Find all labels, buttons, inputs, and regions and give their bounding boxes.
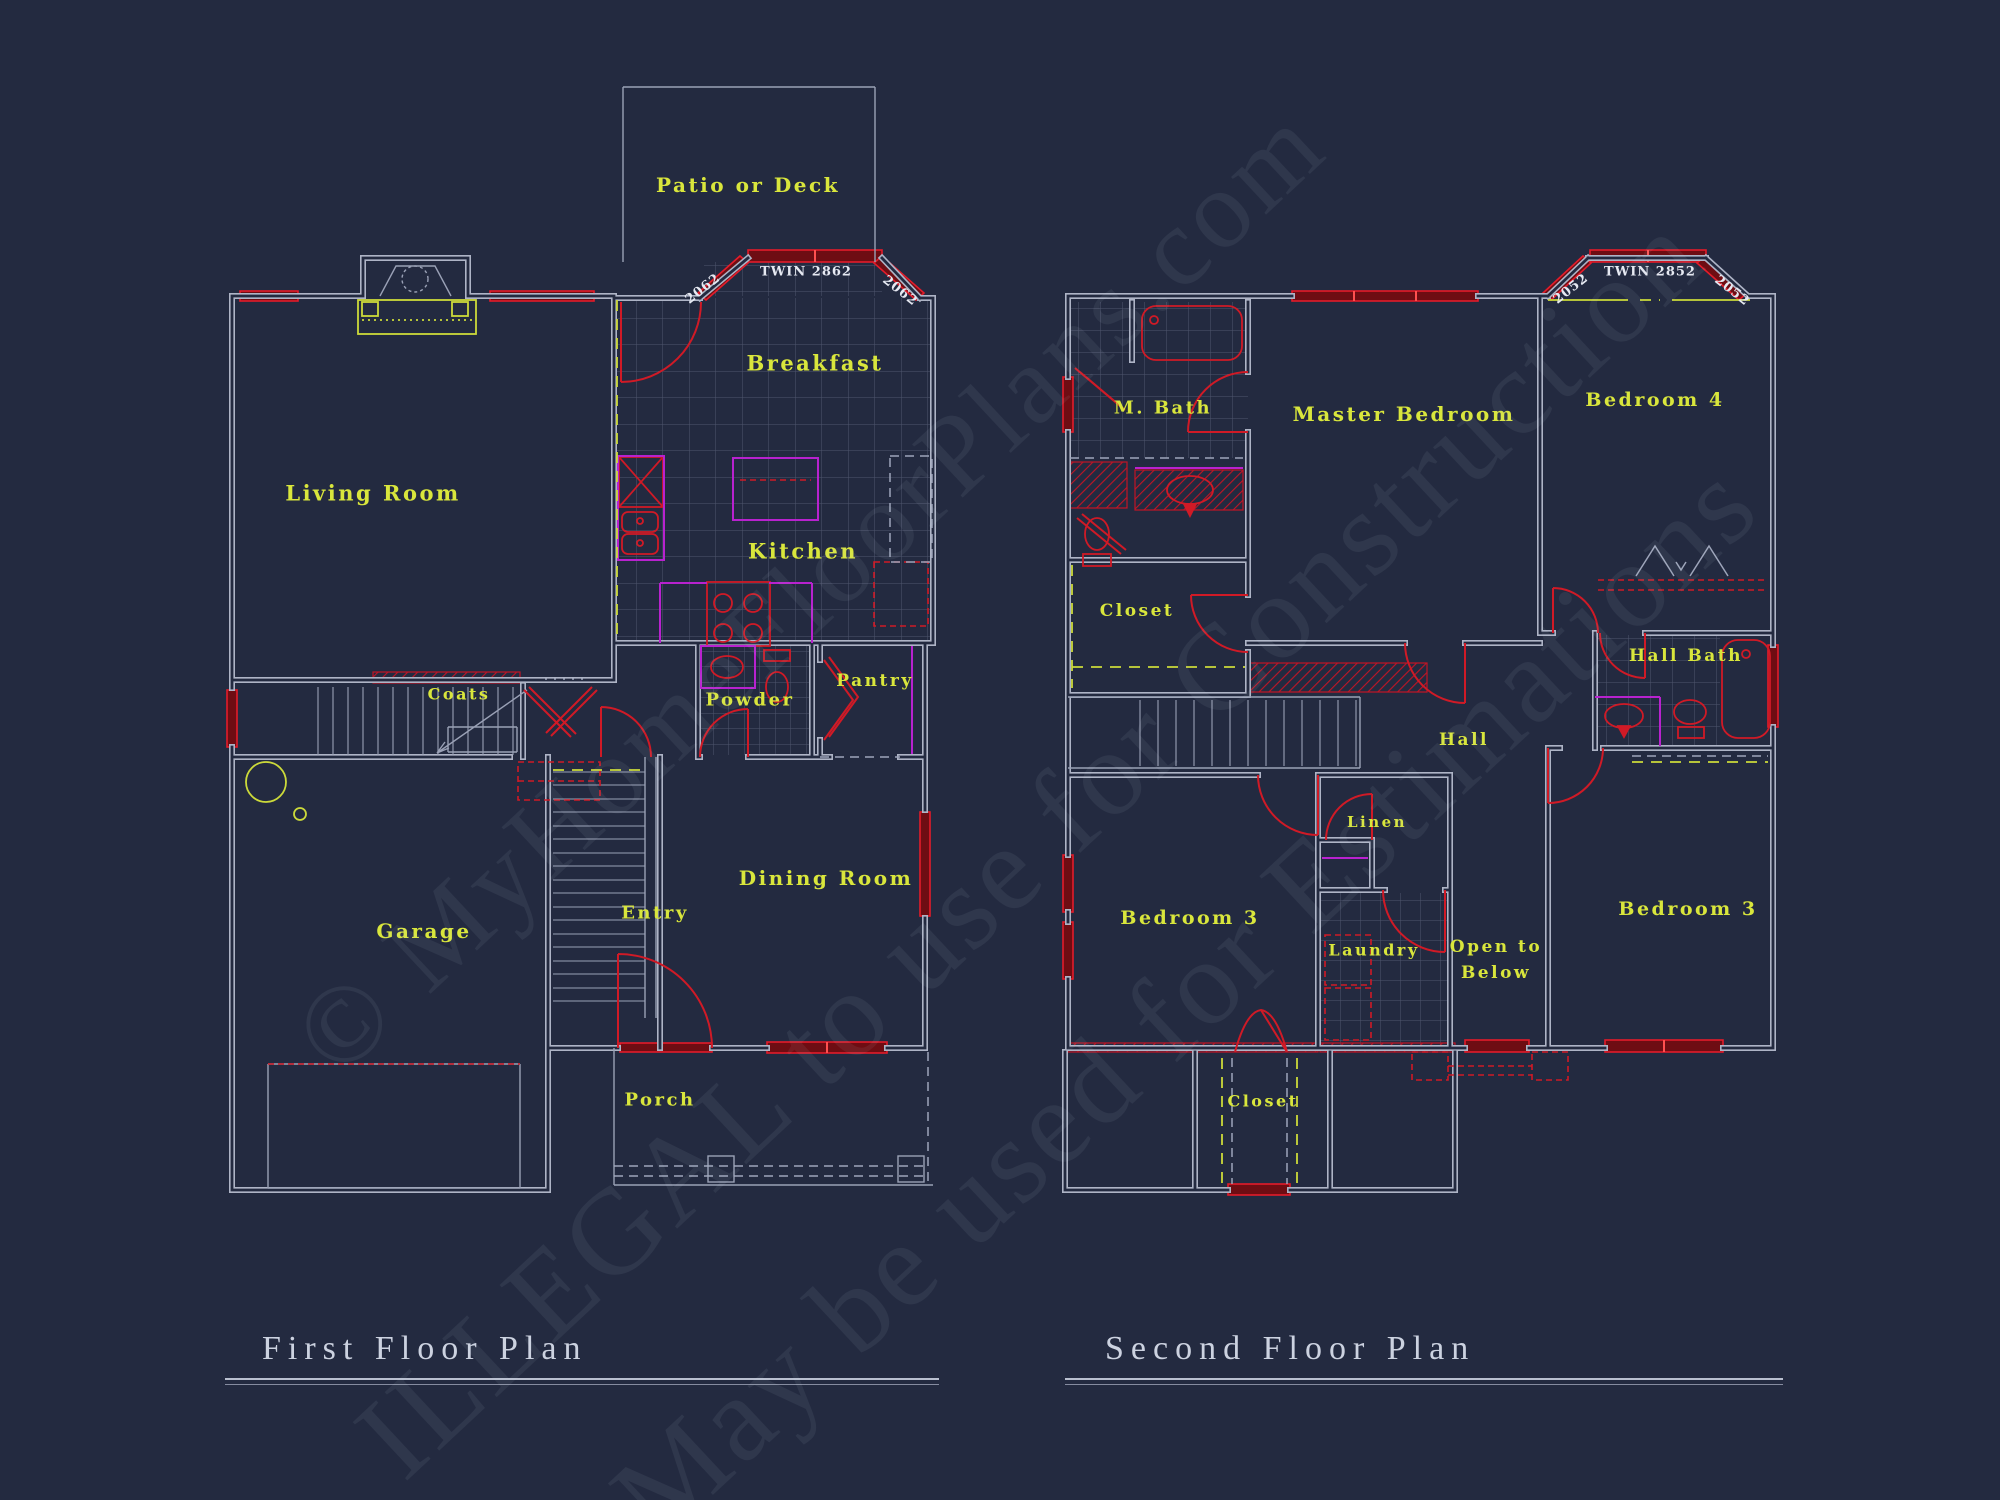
thin-lines-layer — [267, 86, 1361, 1189]
room-label-bedroom-3-right: Bedroom 3 — [1618, 898, 1758, 920]
room-label-m-bath: M. Bath — [1113, 397, 1213, 419]
walls-layer — [229, 253, 1776, 1193]
room-label-open-to-below-line1: Open to — [1449, 937, 1543, 957]
room-label-garage: Garage — [376, 919, 472, 943]
yellow-layer — [245, 299, 1768, 1184]
window-label-twin-2862: TWIN 2862 — [760, 264, 852, 280]
room-label-dining-room: Dining Room — [738, 866, 914, 890]
counters-layer — [617, 455, 1661, 859]
room-label-entry: Entry — [621, 902, 689, 924]
room-label-breakfast: Breakfast — [746, 350, 884, 376]
tile-floors-layer — [617, 262, 1720, 1046]
room-label-bedroom-3-left: Bedroom 3 — [1120, 907, 1260, 929]
room-label-patio-or-deck: Patio or Deck — [655, 173, 841, 197]
first-floor-title-underline — [225, 1378, 939, 1385]
room-label-kitchen: Kitchen — [747, 538, 859, 564]
second-floor-title-underline — [1065, 1378, 1783, 1385]
window-label-twin-2852: TWIN 2852 — [1604, 264, 1696, 280]
room-label-pantry: Pantry — [836, 671, 914, 691]
room-label-master-bedroom: Master Bedroom — [1292, 402, 1516, 426]
gray-dashed-layer — [545, 455, 1768, 1184]
room-label-coats: Coats — [427, 684, 491, 704]
doors-layer — [523, 301, 1646, 1053]
room-label-hall-bath: Hall Bath — [1628, 646, 1744, 666]
room-label-powder: Powder — [705, 689, 795, 711]
fixtures-layer — [618, 305, 1771, 739]
room-label-hall: Hall — [1439, 730, 1489, 750]
room-label-closet-master: Closet — [1099, 601, 1175, 621]
room-label-bedroom-4: Bedroom 4 — [1585, 389, 1725, 411]
windows-layer — [226, 249, 1779, 1196]
room-label-linen: Linen — [1346, 813, 1408, 831]
second-floor-plan-title: Second Floor Plan — [1105, 1330, 1476, 1367]
room-label-open-to-below-line2: Below — [1460, 963, 1532, 983]
red-dashed-layer — [268, 479, 1766, 1081]
room-label-porch: Porch — [624, 1089, 696, 1111]
stairs-layer — [317, 687, 1357, 1002]
room-label-laundry: Laundry — [1328, 940, 1420, 960]
first-floor-plan-title: First Floor Plan — [262, 1330, 588, 1367]
room-label-living-room: Living Room — [285, 480, 461, 506]
room-label-closet-bottom: Closet — [1227, 1091, 1299, 1111]
